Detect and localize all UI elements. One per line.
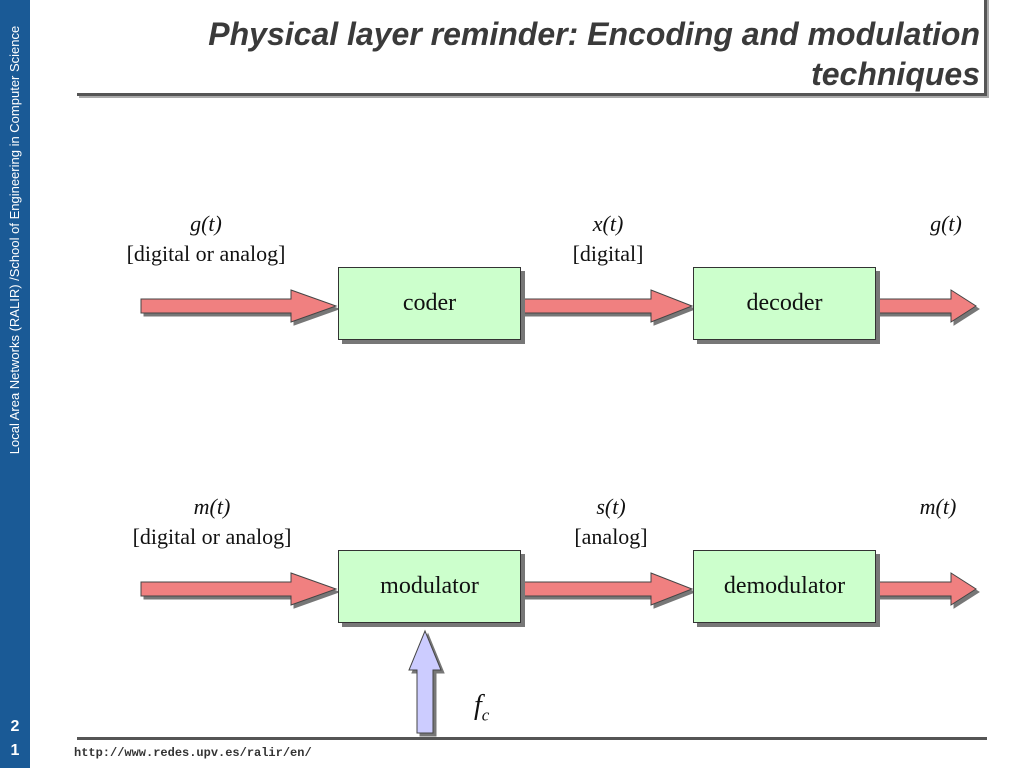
arrow-input-coder — [140, 289, 338, 323]
page-title-line-2: techniques — [811, 56, 980, 92]
row2-mid-signal: s(t) — [596, 494, 626, 519]
carrier-subscript: c — [481, 705, 490, 725]
row1-mid-type: [digital] — [572, 241, 644, 266]
carrier-symbol: f — [474, 690, 482, 721]
row1-mid-signal: x(t) — [592, 211, 624, 236]
row2-input-type: [digital or analog] — [132, 524, 292, 549]
arrow-demodulator-output — [876, 572, 977, 606]
page-title: Physical layer reminder: Encoding and mo… — [80, 14, 980, 94]
row2-input-label: m(t) [digital or analog] — [94, 492, 330, 552]
title-side-rule — [984, 0, 987, 96]
row2-mid-label: s(t) [analog] — [548, 492, 674, 552]
demodulator-box: demodulator — [693, 550, 876, 623]
row1-output-label: g(t) — [906, 209, 986, 239]
row2-output-label: m(t) — [898, 492, 978, 522]
arrow-modulator-demodulator — [519, 572, 694, 606]
arrow-carrier-up — [408, 629, 442, 734]
footer-rule — [77, 737, 987, 740]
arrow-input-modulator — [140, 572, 338, 606]
row2-output-signal: m(t) — [919, 494, 957, 519]
footer-url: http://www.redes.upv.es/ralir/en/ — [74, 746, 312, 760]
carrier-frequency-label: fc — [474, 690, 489, 726]
row2-mid-type: [analog] — [574, 524, 648, 549]
page-number-digit-2: 1 — [10, 742, 20, 759]
modulator-box: modulator — [338, 550, 521, 623]
decoder-box: decoder — [693, 267, 876, 340]
row2-input-signal: m(t) — [193, 494, 231, 519]
arrow-decoder-output — [876, 289, 977, 323]
row1-mid-label: x(t) [digital] — [548, 209, 668, 269]
title-underline — [77, 93, 987, 96]
row1-input-signal: g(t) — [190, 211, 222, 236]
row1-input-type: [digital or analog] — [126, 241, 286, 266]
page-number-digit-1: 2 — [10, 718, 20, 735]
row1-input-label: g(t) [digital or analog] — [90, 209, 322, 269]
row1-output-signal: g(t) — [930, 211, 962, 236]
sidebar: Local Area Networks (RALIR) /School of E… — [0, 0, 30, 768]
arrow-coder-decoder — [519, 289, 694, 323]
page-title-line-1: Physical layer reminder: Encoding and mo… — [208, 16, 980, 52]
coder-box: coder — [338, 267, 521, 340]
